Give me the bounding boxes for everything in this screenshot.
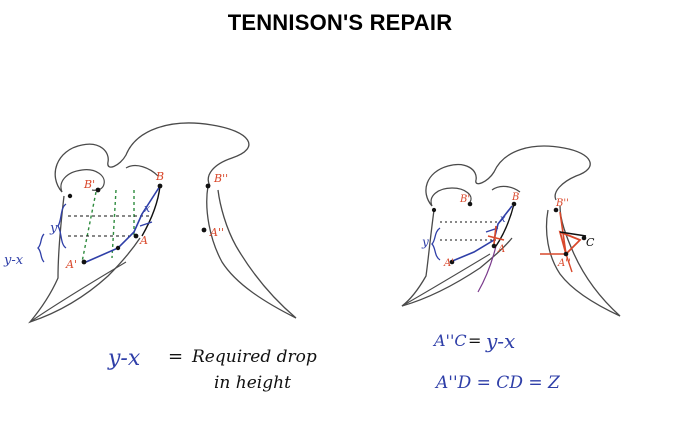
right-label-b: B xyxy=(511,192,519,203)
left-label-a-double-prime: A'' xyxy=(209,226,224,239)
left-label-x: x xyxy=(144,202,151,215)
left-point-a-double-prime xyxy=(201,227,207,233)
left-lip-right-segment xyxy=(206,185,297,319)
left-label-b: B xyxy=(155,170,164,183)
left-label-b-prime: B' xyxy=(83,178,95,191)
left-sketch: B' B B'' A' A A'' x y y-x xyxy=(3,122,297,324)
left-cleft-edge xyxy=(141,185,161,237)
left-nostril-right xyxy=(125,164,159,177)
equations: y-x = Required drop in height A''C = y-x… xyxy=(107,329,561,393)
eq1-equals: = xyxy=(168,346,183,367)
right-label-b-prime: B' xyxy=(459,194,470,205)
left-yx-bracket xyxy=(37,233,45,263)
left-lip-left-segment xyxy=(28,195,141,324)
right-label-a: A xyxy=(497,244,505,255)
slide-title: TENNISON'S REPAIR xyxy=(227,10,453,35)
left-lip-mucosa xyxy=(29,261,127,323)
right-point-a-prime xyxy=(449,259,455,265)
eq1-rhs-line1: Required drop xyxy=(191,347,317,367)
right-point-c xyxy=(581,235,587,241)
right-label-a-double-prime: A'' xyxy=(557,258,571,269)
left-label-a-prime: A' xyxy=(65,258,77,271)
eq3: A''D = CD = Z xyxy=(434,373,561,393)
eq1-rhs-line2: in height xyxy=(214,373,291,393)
right-lip-right-segment xyxy=(545,205,621,317)
left-label-a: A xyxy=(139,234,148,247)
left-point-a-prime xyxy=(81,259,87,265)
left-blue-marker-1 xyxy=(139,221,153,227)
right-y-bracket xyxy=(431,227,441,261)
left-label-y: y xyxy=(49,221,58,236)
right-label-b-double-prime: B'' xyxy=(555,198,569,209)
right-label-y: y xyxy=(421,235,429,249)
right-nose-outline xyxy=(425,145,591,207)
right-lip-left-segment xyxy=(401,209,513,307)
left-point-mid xyxy=(115,245,121,251)
left-green-dash-1 xyxy=(81,191,97,263)
left-point-mid-2 xyxy=(67,193,73,199)
right-red-flap xyxy=(558,230,582,256)
left-blue-incision xyxy=(85,185,161,263)
left-point-b xyxy=(157,183,163,189)
right-point-b xyxy=(511,201,517,207)
right-red-line-3 xyxy=(565,253,573,273)
right-nostril-right xyxy=(491,185,521,193)
right-point-a-double-prime xyxy=(563,251,569,257)
eq2-lhs: A''C xyxy=(432,331,467,350)
right-point-b-prime xyxy=(467,201,473,207)
left-point-b-double-prime xyxy=(205,183,211,189)
left-green-dash-2 xyxy=(111,189,117,259)
eq2-equals: = xyxy=(468,331,481,350)
left-point-b-prime xyxy=(95,187,101,193)
right-label-a-prime: A' xyxy=(443,258,454,269)
right-lip-mucosa xyxy=(401,253,491,307)
right-label-x: x xyxy=(500,214,506,225)
eq2-rhs: y-x xyxy=(485,329,515,353)
right-point-b-double-prime xyxy=(553,207,559,213)
left-label-b-double-prime: B'' xyxy=(213,172,228,185)
left-label-y-minus-x: y-x xyxy=(3,253,24,268)
right-red-mark-2 xyxy=(493,225,497,245)
eq1-lhs: y-x xyxy=(107,346,141,371)
right-label-c: C xyxy=(586,236,595,249)
right-nostril-left xyxy=(430,187,472,207)
right-sketch: B' B B'' A' A A'' x y C xyxy=(401,145,621,317)
right-purple-line xyxy=(477,245,497,293)
right-point-a xyxy=(491,243,497,249)
right-point-mid xyxy=(431,207,437,213)
left-point-a xyxy=(133,233,139,239)
right-red-mark-1 xyxy=(487,235,505,241)
right-black-c-line xyxy=(559,231,587,237)
right-cleft-edge xyxy=(495,203,515,247)
left-y-bracket xyxy=(57,203,67,249)
left-nose-outline xyxy=(54,122,250,193)
